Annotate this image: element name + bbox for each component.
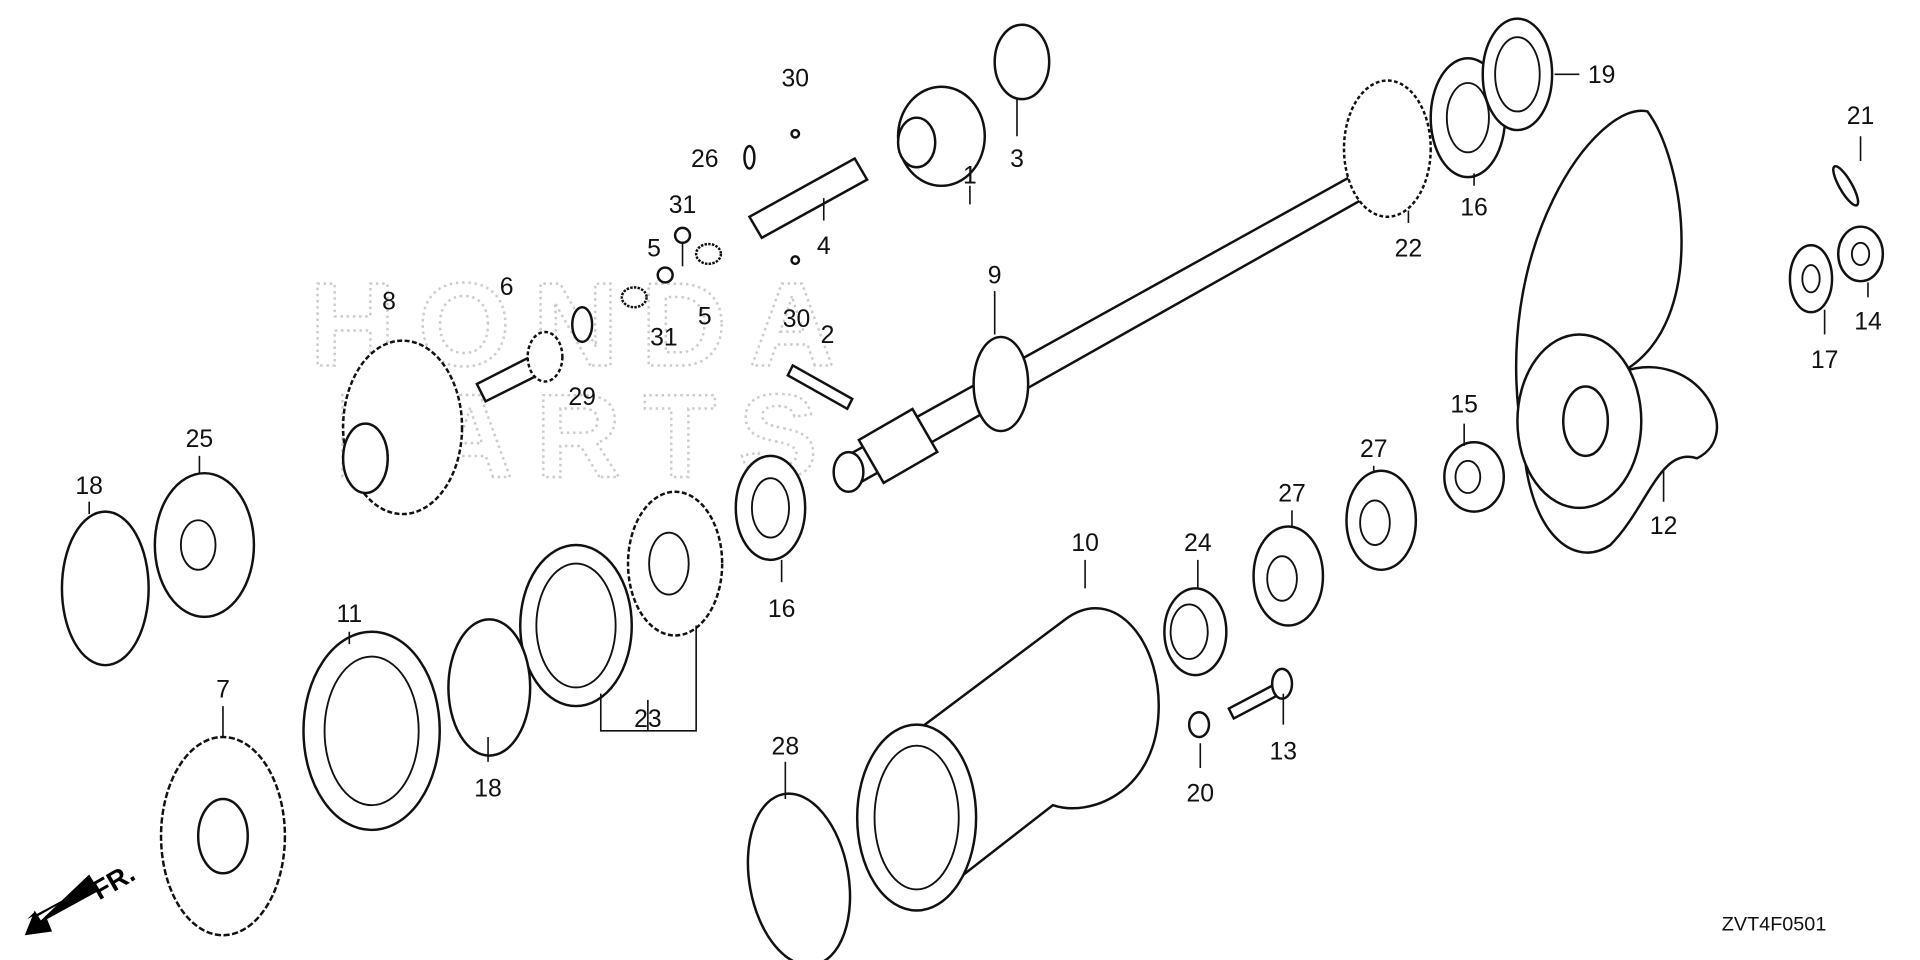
part-seal-27a[interactable] [1345, 469, 1418, 572]
callout-25: 25 [186, 426, 214, 453]
callout-20: 20 [1187, 780, 1215, 807]
callout-16: 16 [768, 596, 796, 623]
callout-22: 22 [1395, 235, 1423, 262]
callout-8: 8 [382, 289, 396, 316]
arrow-icon [24, 874, 100, 936]
callout-24: 24 [1184, 530, 1212, 557]
part-pin-26[interactable] [743, 144, 756, 170]
callout-16: 16 [1460, 195, 1488, 222]
part-oring-28[interactable] [735, 785, 863, 960]
part-gearcase-10[interactable] [855, 607, 1160, 912]
part-ring-3[interactable] [993, 23, 1051, 101]
callout-23: 23 [634, 706, 662, 733]
callout-31: 31 [669, 192, 697, 219]
diagram-code: ZVT4F0501 [1722, 913, 1827, 935]
callout-28: 28 [772, 733, 800, 760]
callout-13: 13 [1270, 738, 1298, 765]
callout-10: 10 [1071, 530, 1099, 557]
callout-18: 18 [75, 473, 103, 500]
part-propeller-12[interactable] [1514, 109, 1719, 554]
callout-5: 5 [647, 235, 661, 262]
callout-4: 4 [817, 233, 831, 260]
callout-29: 29 [568, 384, 596, 411]
part-washer-19[interactable] [1481, 17, 1554, 132]
callout-31: 31 [650, 325, 678, 352]
callout-11: 11 [336, 601, 362, 628]
part-gear-7[interactable] [159, 735, 287, 937]
callout-15: 15 [1450, 391, 1478, 418]
part-clip-29[interactable] [571, 305, 594, 344]
callout-6: 6 [500, 274, 514, 301]
part-bearing-23[interactable] [519, 490, 724, 708]
callout-19: 19 [1588, 62, 1616, 89]
part-housing-11[interactable] [302, 630, 441, 832]
callout-2: 2 [821, 322, 835, 349]
part-ring-18a[interactable] [60, 510, 150, 667]
callout-26: 26 [691, 146, 719, 173]
part-gear-8[interactable] [341, 339, 464, 516]
callout-17: 17 [1811, 347, 1839, 374]
part-sleeve-4[interactable] [747, 156, 869, 240]
part-pin-2[interactable] [786, 363, 854, 411]
callout-3: 3 [1010, 146, 1024, 173]
callout-27: 27 [1360, 436, 1388, 463]
callout-5: 5 [698, 304, 712, 331]
part-bolt-13[interactable] [1227, 667, 1294, 721]
part-clutch-1[interactable] [896, 85, 987, 188]
part-spacer-15[interactable] [1443, 440, 1506, 513]
callout-9: 9 [988, 263, 1002, 290]
part-washer-20[interactable] [1187, 711, 1211, 739]
callout-27: 27 [1278, 481, 1306, 508]
callout-30: 30 [781, 66, 809, 93]
part-washer-17[interactable] [1788, 244, 1834, 314]
part-seal-27b[interactable] [1252, 525, 1325, 627]
part-washer-16b[interactable] [734, 454, 807, 562]
callout-18: 18 [474, 775, 502, 802]
part-bearing-22[interactable] [1342, 79, 1432, 219]
callout-1: 1 [963, 162, 977, 189]
part-pin-21[interactable] [1829, 163, 1862, 208]
leader-lines [88, 73, 1869, 799]
part-shaft-6[interactable] [475, 330, 564, 404]
callout-21: 21 [1847, 103, 1875, 130]
part-ring-18b[interactable] [447, 618, 532, 757]
callout-12: 12 [1650, 513, 1678, 540]
part-bearing-24[interactable] [1163, 587, 1228, 677]
direction-label: FR. [87, 857, 141, 906]
part-nut-14[interactable] [1837, 225, 1885, 283]
part-springs-balls[interactable] [620, 128, 801, 309]
callout-14: 14 [1854, 308, 1882, 335]
front-direction-indicator: FR. [24, 857, 141, 936]
callout-30: 30 [783, 306, 811, 333]
part-propeller-shaft-9[interactable] [832, 171, 1371, 494]
callout-7: 7 [216, 676, 230, 703]
part-bearing-25[interactable] [153, 471, 256, 619]
callouts: 30 26 31 5 4 1 3 30 31 5 6 8 29 2 9 22 1… [75, 62, 1882, 807]
